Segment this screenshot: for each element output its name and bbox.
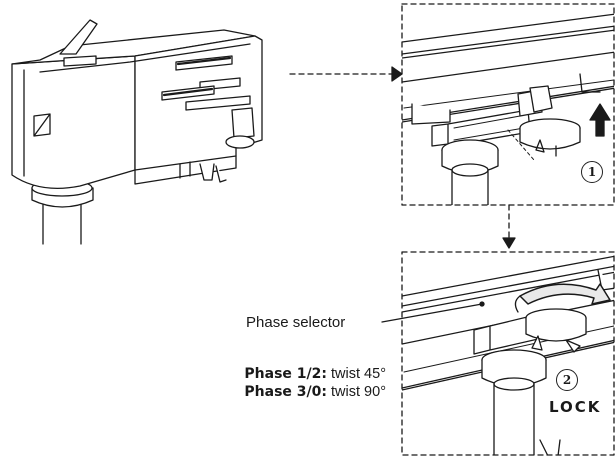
adapter-lever (59, 19, 98, 55)
detail-two-border (401, 251, 615, 456)
track-rail (402, 13, 614, 123)
push-up-arrow (589, 103, 611, 137)
phase-selector-leader (381, 303, 483, 323)
phase-30-label: Phase 3/0: (244, 384, 327, 400)
detail-one-border (401, 3, 615, 206)
adapter-stem (42, 199, 82, 245)
adapter-slots (161, 55, 251, 111)
adapter-lever-base (63, 55, 97, 67)
phase-selector-label: Phase selector (246, 314, 346, 331)
step-one-badge: 1 (581, 161, 603, 183)
lock-label: LOCK (549, 398, 602, 416)
phase-30-line: Phase 3/0: twist 90° (196, 383, 386, 401)
detail-one-panel (401, 3, 615, 206)
phase-30-value: twist 90° (331, 384, 386, 400)
arrow-to-detail-two-head (502, 237, 516, 249)
connector-arrows (289, 66, 516, 249)
adapter-top-rim (39, 43, 251, 73)
phase-12-line: Phase 1/2: twist 45° (196, 365, 386, 383)
phase-12-value: twist 45° (331, 366, 386, 382)
phase-12-label: Phase 1/2: (244, 366, 327, 382)
arrow-to-detail-one-head (391, 66, 403, 82)
track-adapter (11, 19, 263, 245)
detail-two-panel (381, 251, 615, 456)
phase-instructions: Phase 1/2: twist 45° Phase 3/0: twist 90… (196, 365, 386, 401)
adapter-front-notch (33, 113, 51, 137)
adapter-underside (134, 155, 237, 185)
adapter-lock-knob (199, 107, 255, 183)
rotation-arrow (519, 283, 611, 305)
step-two-badge: 2 (556, 369, 578, 391)
adapter-body-front (11, 55, 136, 189)
